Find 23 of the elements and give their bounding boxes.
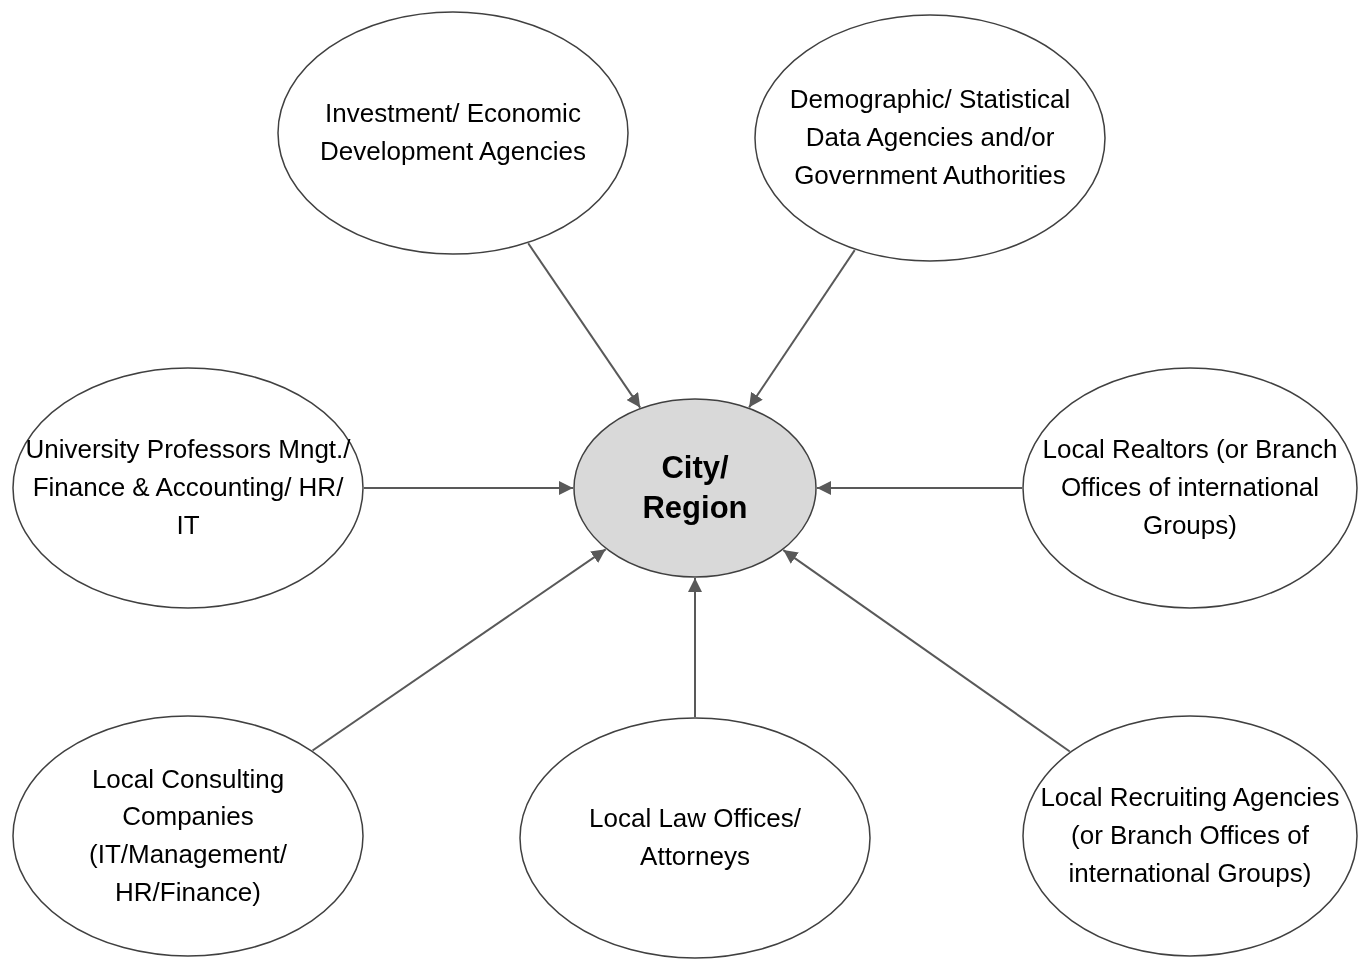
arrow (363, 481, 574, 495)
node-label: University Professors Mngt./ Finance & Accounting/ HR/ IT (24, 433, 352, 542)
ellipse-node (12, 367, 364, 609)
ellipse-node (519, 717, 871, 959)
node-label: Local Law Offices/ Attorneys (588, 802, 802, 873)
ellipse-node (1022, 367, 1358, 609)
arrow (527, 242, 642, 409)
node-label: Investment/ Economic Development Agencies (319, 97, 587, 168)
ellipse-node (277, 11, 629, 255)
arrow (311, 548, 607, 752)
node-label: Demographic/ Statistical Data Agencies and/or Government Authorities (788, 83, 1072, 192)
ellipse-node (12, 715, 364, 957)
ellipse-node (1022, 715, 1358, 957)
node-label: Local Realtors (or Branch Offices of international Groups) (1041, 433, 1339, 542)
node-label: Local Consulting Companies (IT/Management/ HR/Finance) (88, 762, 288, 909)
ellipse-node (573, 398, 817, 578)
node-label: Local Recruiting Agencies (or Branch Offices of international Groups) (1040, 781, 1340, 890)
arrow (748, 249, 856, 409)
ellipse-node (754, 14, 1106, 262)
arrow (688, 577, 702, 718)
arrow (782, 549, 1071, 753)
arrow (816, 481, 1023, 495)
node-label: City/ Region (641, 448, 749, 527)
